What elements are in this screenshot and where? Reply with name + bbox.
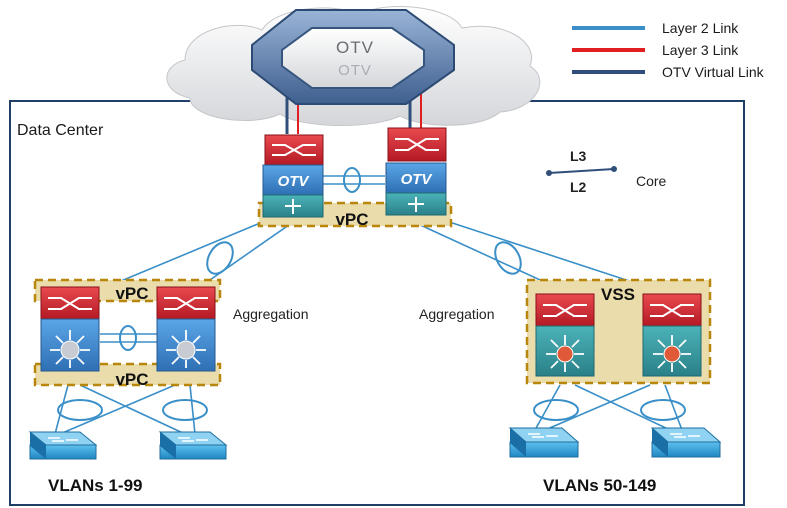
- legend-otv: OTV Virtual Link: [572, 64, 765, 80]
- core-indicator: L3 L2 Core: [546, 148, 667, 195]
- core-l3: L3: [570, 148, 587, 164]
- core-l2: L2: [570, 179, 587, 195]
- agg-switch-left-1[interactable]: [40, 286, 100, 372]
- left-vlans-label: VLANs 1-99: [48, 476, 142, 495]
- otv-switch-right[interactable]: OTV: [385, 127, 447, 216]
- access-switch-left-2[interactable]: [158, 431, 228, 460]
- otv-ring: OTV OTV: [251, 9, 455, 105]
- otv-switch-left[interactable]: OTV: [262, 134, 324, 218]
- agg-switch-right-1[interactable]: [535, 293, 595, 377]
- otv-label: OTV Virtual Link: [662, 64, 765, 80]
- access-switch-left-1[interactable]: [28, 431, 98, 460]
- left-aggregation-label: Aggregation: [233, 306, 309, 322]
- otv-badge-right: OTV: [401, 171, 434, 188]
- right-vss-label: VSS: [601, 285, 635, 304]
- access-switch-right-1[interactable]: [508, 427, 580, 458]
- otv-badge-left: OTV: [278, 173, 311, 190]
- right-vlans-label: VLANs 50-149: [543, 476, 656, 495]
- agg-switch-left-2[interactable]: [156, 286, 216, 372]
- data-center-label: Data Center: [17, 122, 104, 139]
- left-vpc-bottom-label: vPC: [115, 370, 148, 389]
- otv-ring-label: OTV: [336, 38, 374, 57]
- right-aggregation-label: Aggregation: [419, 306, 495, 322]
- otv-ring-reflection: OTV: [338, 62, 372, 79]
- access-switch-right-2[interactable]: [650, 427, 722, 458]
- top-vpc-label: vPC: [335, 210, 368, 229]
- layer3-label: Layer 3 Link: [662, 42, 739, 58]
- legend-layer2: Layer 2 Link: [572, 20, 739, 36]
- core-label: Core: [636, 173, 667, 189]
- legend-layer3: Layer 3 Link: [572, 42, 739, 58]
- left-vpc-top-label: vPC: [115, 284, 148, 303]
- layer2-label: Layer 2 Link: [662, 20, 739, 36]
- agg-switch-right-2[interactable]: [642, 293, 702, 377]
- legend: Layer 2 Link Layer 3 Link OTV Virtual Li…: [572, 20, 765, 80]
